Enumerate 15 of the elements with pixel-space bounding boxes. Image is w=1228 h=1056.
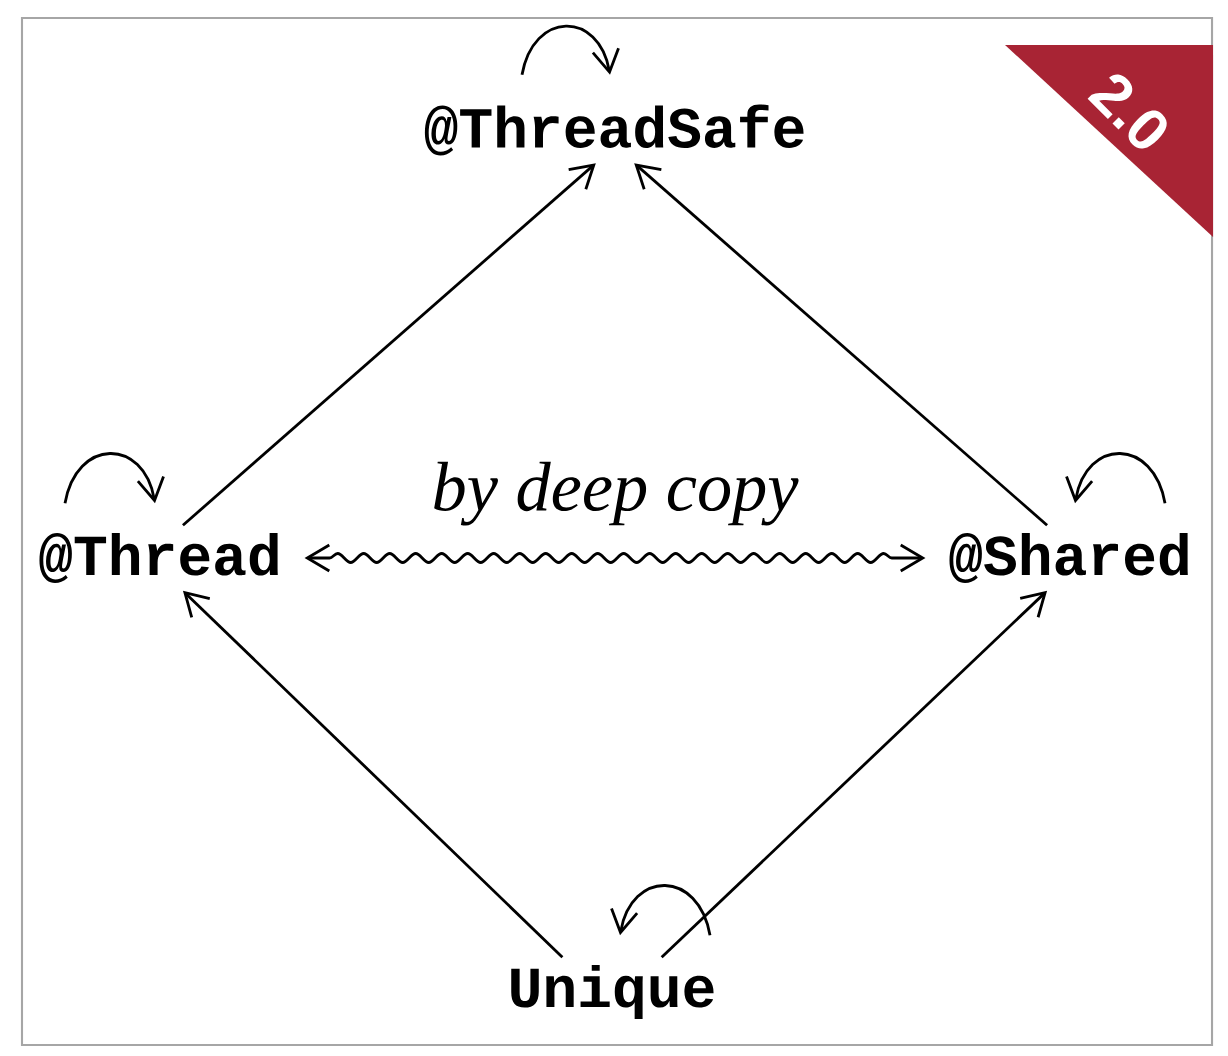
version-badge: 2.0 xyxy=(1005,45,1214,237)
edge-label: by deep copy xyxy=(434,461,799,526)
loop-arrow xyxy=(63,452,165,504)
node-label: @ThreadSafe xyxy=(424,104,804,156)
node-label: @Thread xyxy=(39,533,278,583)
node-label: Unique xyxy=(511,965,714,1019)
node-label: @Shared xyxy=(949,533,1188,583)
arrow xyxy=(182,590,564,959)
wavy-arrow xyxy=(304,543,926,573)
loop-arrow xyxy=(1065,452,1167,504)
loop-arrow xyxy=(520,24,620,76)
arrow xyxy=(634,163,1048,527)
loop-arrow xyxy=(610,884,712,936)
arrow xyxy=(182,163,596,527)
arrow xyxy=(660,590,1048,959)
